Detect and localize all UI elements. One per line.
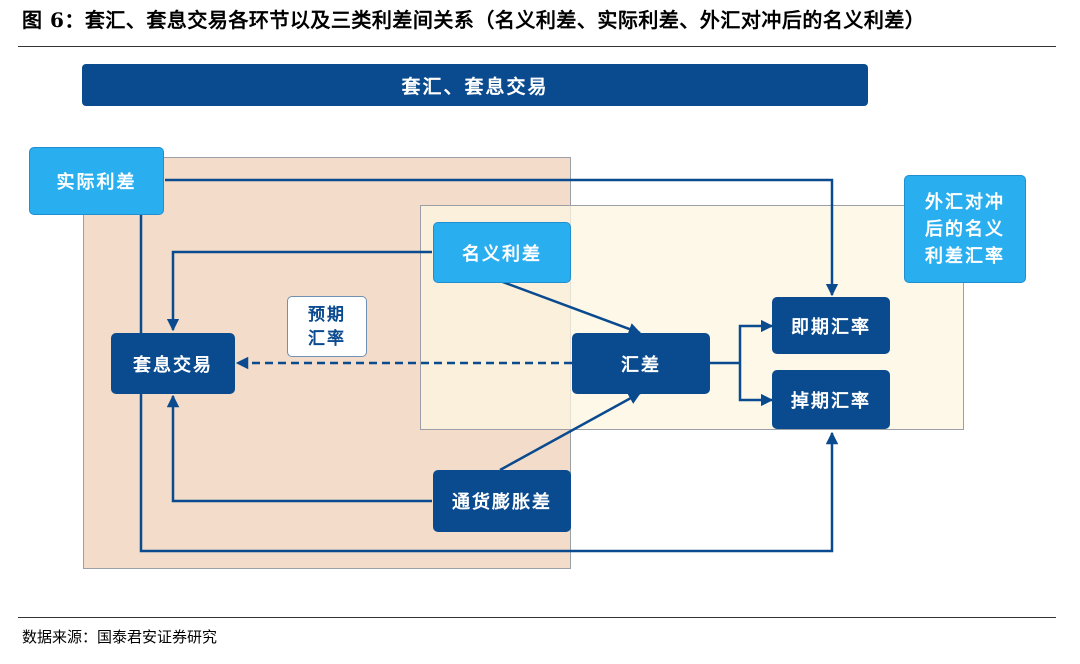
banner-arbitrage-carry-trade: 套汇、套息交易 (82, 64, 868, 106)
edge-nominal-spread-to-fx-spread (499, 279, 642, 335)
edge-real-spread-to-spot-rate (165, 178, 839, 297)
hedged-spread-line-2: 后的名义 (925, 218, 1005, 240)
node-spot-rate: 即期汇率 (772, 297, 890, 354)
top-rule (18, 46, 1056, 47)
node-nominal-spread: 名义利差 (433, 222, 571, 283)
edge-inflation-spread-to-fx-spread (499, 391, 642, 472)
bottom-rule (18, 617, 1056, 618)
edge-fx-spread-to-spot-rate (738, 319, 774, 363)
hedged-spread-line-3: 利差汇率 (925, 245, 1005, 267)
node-expected-exchange-rate: 预期 汇率 (287, 296, 367, 357)
node-inflation-spread: 通货膨胀差 (433, 470, 571, 532)
expected-rate-line-1: 预期 (308, 304, 346, 325)
node-real-spread: 实际利差 (29, 147, 164, 215)
figure-title: 图 6：套汇、套息交易各环节以及三类利差间关系（名义利差、实际利差、外汇对冲后的… (22, 8, 926, 32)
node-carry-trade: 套息交易 (111, 333, 235, 394)
node-fx-spread: 汇差 (572, 333, 710, 394)
node-swap-rate: 掉期汇率 (772, 370, 890, 429)
data-source-note: 数据来源：国泰君安证券研究 (22, 628, 218, 646)
edge-inflation-spread-to-carry-trade (166, 394, 432, 503)
expected-rate-line-2: 汇率 (308, 328, 346, 349)
hedged-spread-line-1: 外汇对冲 (925, 191, 1005, 213)
node-hedged-nominal-spread: 外汇对冲 后的名义 利差汇率 (904, 175, 1026, 283)
edge-nominal-spread-to-carry-trade (166, 250, 432, 332)
edge-fx-spread-to-swap-rate (738, 363, 774, 407)
